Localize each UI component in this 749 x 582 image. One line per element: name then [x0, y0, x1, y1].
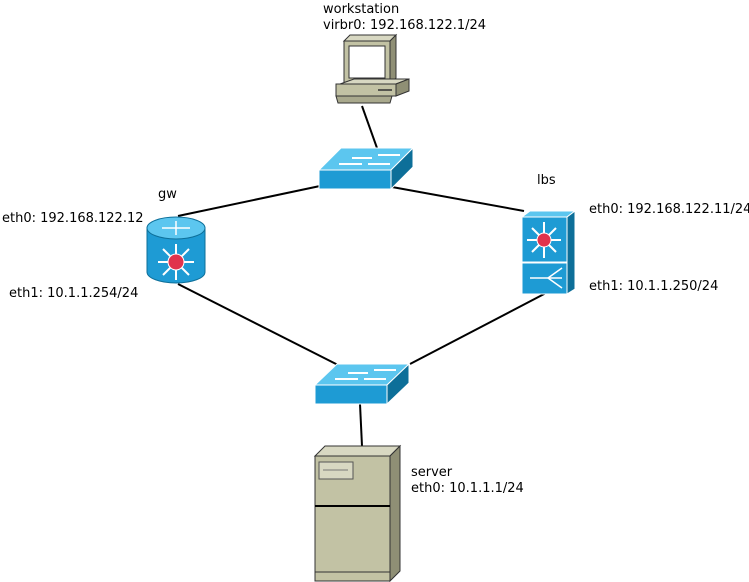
- link-lbs-bottom-switch: [409, 292, 547, 365]
- links: [177, 105, 547, 447]
- workstation-iface: virbr0: 192.168.122.1/24: [323, 18, 486, 33]
- gw-eth1: eth1: 10.1.1.254/24: [9, 286, 138, 301]
- link-switch-lbs: [391, 186, 525, 212]
- gw-name: gw: [158, 187, 177, 202]
- desktop-computer-icon[interactable]: [335, 33, 410, 104]
- workstation-name: workstation: [323, 2, 399, 17]
- network-switch-icon[interactable]: [317, 146, 415, 191]
- router-icon[interactable]: [146, 216, 206, 284]
- lbs-name: lbs: [537, 173, 556, 188]
- lbs-eth1: eth1: 10.1.1.250/24: [589, 279, 718, 294]
- server-eth0: eth0: 10.1.1.1/24: [411, 481, 524, 496]
- network-switch-icon[interactable]: [313, 362, 411, 406]
- load-balancer-icon[interactable]: [520, 210, 577, 295]
- link-switch-gw: [177, 185, 321, 217]
- tower-server-icon[interactable]: [313, 444, 402, 582]
- link-gw-bottom-switch: [177, 283, 341, 367]
- lbs-eth0: eth0: 192.168.122.11/24: [589, 202, 749, 217]
- link-bottom-switch-server: [359, 403, 363, 447]
- gw-eth0: eth0: 192.168.122.12: [2, 211, 144, 226]
- server-name: server: [411, 465, 453, 480]
- link-workstation-switch: [361, 105, 378, 149]
